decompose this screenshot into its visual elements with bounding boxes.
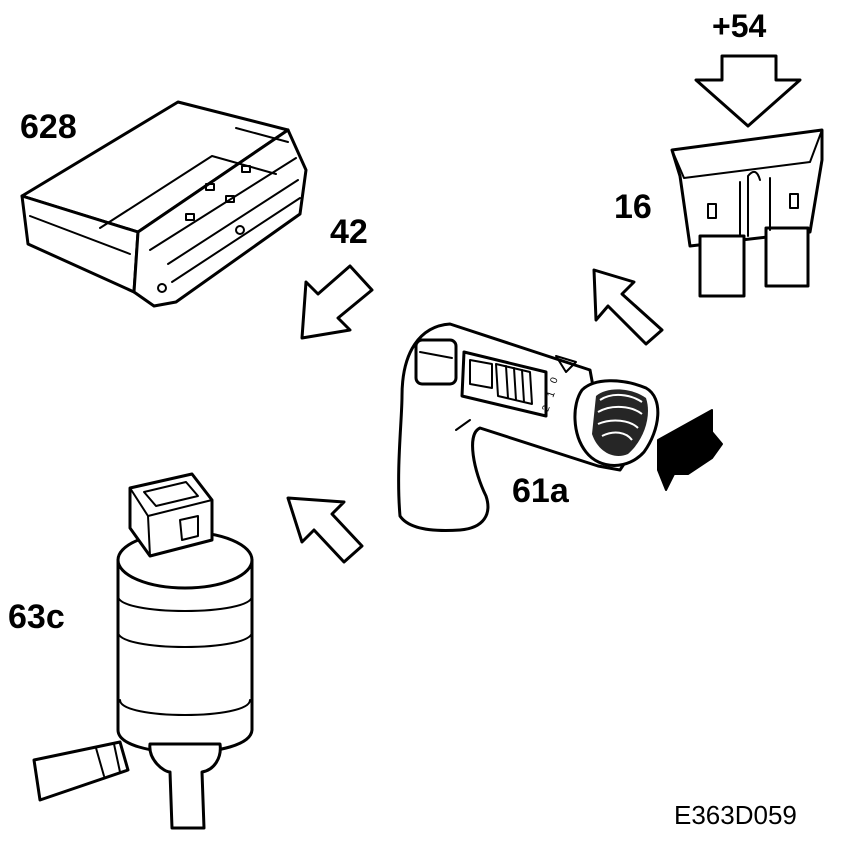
fuse-icon [670,128,824,298]
stalk-position-1: 1 [545,390,557,399]
washer-pump-icon [32,472,254,830]
stalk-position-2: 2 [540,404,552,413]
label-harness: 42 [330,213,368,251]
label-stalk: 61a [512,472,569,510]
label-supply: +54 [712,8,767,44]
arrow-icon [300,264,374,340]
stalk-position-0: 0 [548,376,560,385]
label-control-module: 628 [20,108,77,146]
control-module-icon [20,100,308,308]
label-pump: 63c [8,598,65,636]
washer-stalk-icon [397,322,660,532]
arrow-icon [592,268,664,346]
label-fuse: 16 [614,188,652,226]
arrow-icon [286,496,364,564]
push-arrow-icon [657,409,723,491]
figure-reference: E363D059 [674,800,797,830]
arrow-down-icon [694,54,802,128]
